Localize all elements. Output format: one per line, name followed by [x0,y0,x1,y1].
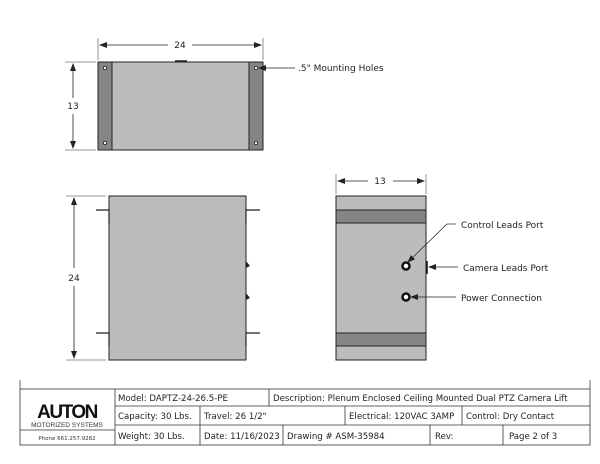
title-block: AUTON MOTORIZED SYSTEMS Phone 661.257.92… [19,380,591,446]
date-field: Date: 11/16/2023 [204,432,280,442]
description-field: Description: Plenum Enclosed Ceiling Mou… [273,394,568,404]
top-view: 24 13 .5" Mounting Holes [65,38,384,151]
revision-field: Rev: [435,432,453,442]
mounting-brackets [96,209,260,346]
travel-field: Travel: 26 1/2" [203,412,267,422]
top-height-dim: 13 [67,102,78,112]
camera-leads-port-label: Camera Leads Port [463,264,549,274]
top-width-dim: 24 [174,41,186,51]
mounting-holes [103,66,258,145]
drawing-number-field: Drawing # ASM-35984 [287,432,385,442]
front-height-dim: 24 [68,274,80,284]
front-view: 24 [66,195,260,361]
weight-field: Weight: 30 Lbs. [118,432,185,442]
power-connection-label: Power Connection [461,294,542,304]
page-number-field: Page 2 of 3 [509,432,557,442]
front-view-body [108,195,247,361]
mounting-flange-left [97,61,113,151]
mounting-holes-callout: .5" Mounting Holes [298,64,384,74]
side-view: 13 Control Leads Port Camera Leads Port … [335,174,549,361]
mounting-flange-right [248,61,264,151]
logo-subtitle: MOTORIZED SYSTEMS [31,422,103,429]
phone-number: Phone 661.257.9282 [38,436,95,442]
top-view-body [97,61,264,151]
side-width-dim: 13 [374,177,385,187]
capacity-field: Capacity: 30 Lbs. [118,412,192,422]
auton-logo: AUTON [37,402,97,423]
power-connection-icon [401,292,411,302]
control-leads-port-icon [401,261,411,271]
model-field: Model: DAPTZ-24-26.5-PE [118,394,228,404]
control-field: Control: Dry Contact [466,412,555,422]
electrical-field: Electrical: 120VAC 3AMP [349,412,454,422]
control-leads-port-label: Control Leads Port [461,221,544,231]
